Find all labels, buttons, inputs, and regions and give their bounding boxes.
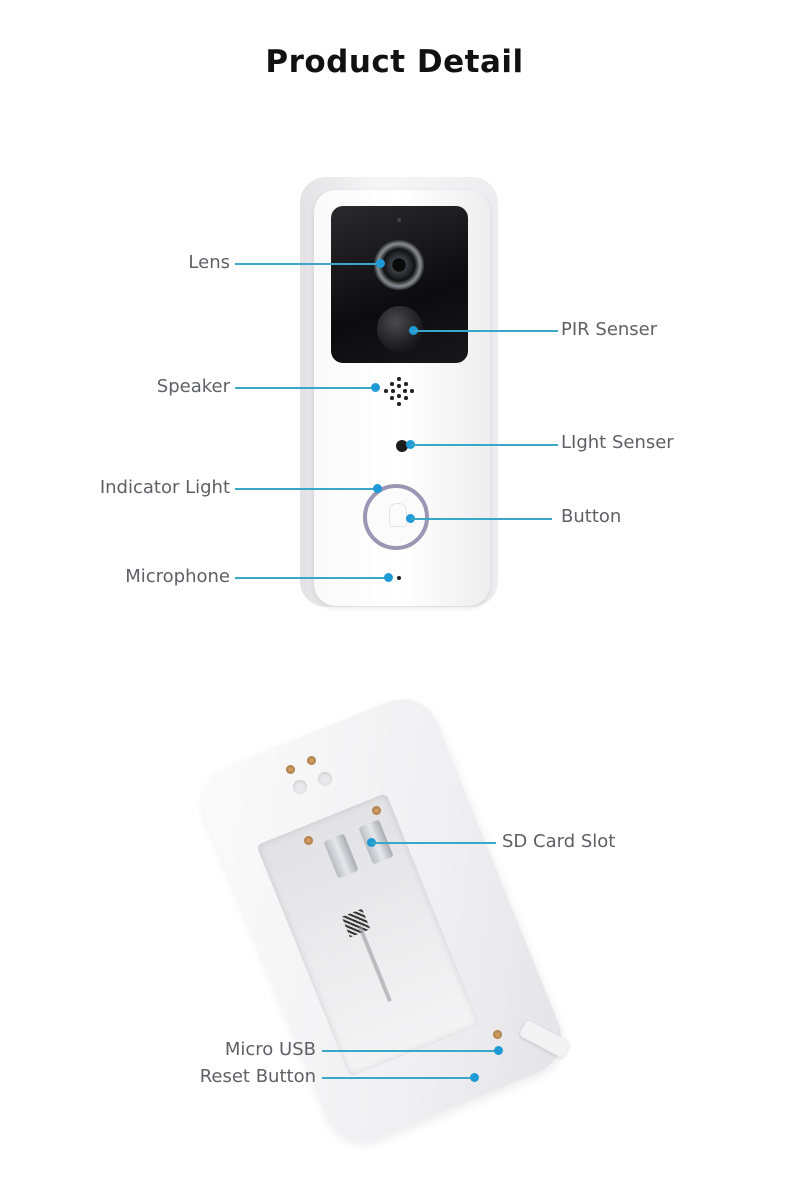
leader-line — [410, 518, 552, 520]
callout-dot-icon — [376, 259, 385, 268]
leader-line — [371, 842, 496, 844]
screw-icon — [493, 1030, 502, 1039]
leader-line — [322, 1077, 474, 1079]
leader-line — [410, 444, 558, 446]
callout-label: LIght Senser — [561, 432, 674, 453]
leader-line — [413, 330, 558, 332]
leader-line — [235, 577, 385, 579]
bell-icon — [389, 503, 407, 527]
screw-icon — [307, 756, 316, 765]
screw-icon — [372, 806, 381, 815]
callout-label: Lens — [188, 252, 230, 273]
leader-line — [235, 263, 380, 265]
mounting-hole-icon — [318, 772, 332, 786]
microphone-hole-icon — [397, 576, 401, 580]
screw-icon — [286, 765, 295, 774]
page-title: Product Detail — [265, 44, 524, 80]
light-sensor-icon — [396, 440, 408, 452]
leader-line — [322, 1050, 498, 1052]
callout-dot-icon — [371, 383, 380, 392]
callout-dot-icon — [494, 1046, 503, 1055]
speaker-grille-icon — [384, 377, 414, 407]
callout-dot-icon — [373, 484, 382, 493]
callout-dot-icon — [384, 573, 393, 582]
screw-icon — [304, 836, 313, 845]
callout-label: SD Card Slot — [502, 831, 616, 852]
callout-label: Micro USB — [224, 1039, 316, 1060]
callout-dot-icon — [470, 1073, 479, 1082]
callout-label: PIR Senser — [561, 319, 658, 340]
callout-label: Reset Button — [199, 1066, 316, 1087]
callout-label: Microphone — [125, 566, 230, 587]
top-pinhole — [397, 218, 401, 222]
leader-line — [235, 488, 377, 490]
doorbell-button — [363, 484, 429, 550]
mounting-hole-icon — [293, 780, 307, 794]
callout-label: Speaker — [156, 376, 230, 397]
leader-line — [235, 387, 375, 389]
callout-label: Indicator Light — [99, 477, 230, 498]
callout-label: Button — [561, 506, 622, 527]
